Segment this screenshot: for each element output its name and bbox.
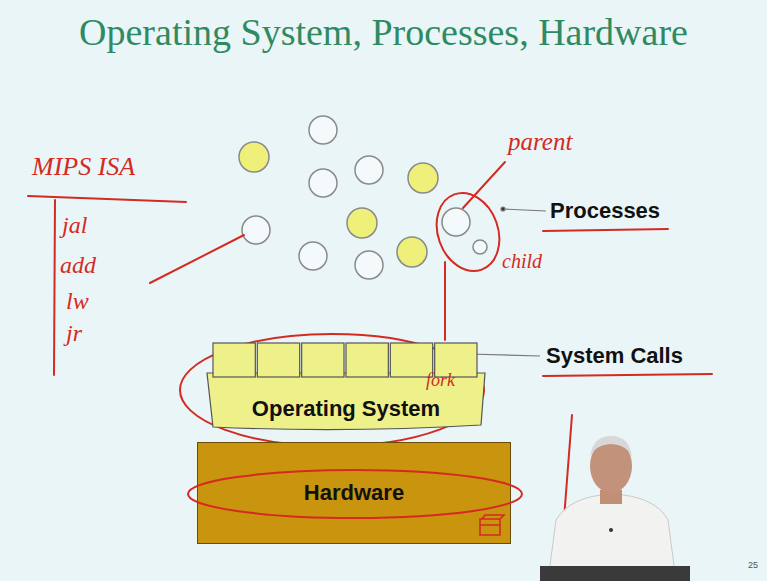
node-label: Operating System: [205, 396, 487, 422]
ink-box: [480, 515, 504, 535]
node-label: Hardware: [304, 480, 404, 506]
child-circle: [473, 240, 487, 254]
slide-title: Operating System, Processes, Hardware: [0, 10, 767, 54]
process-circle: [309, 169, 337, 197]
ink-note: parent: [508, 128, 572, 156]
ink-pointer: [463, 162, 505, 208]
system-call-slot: [302, 343, 344, 377]
leader-line: [503, 209, 546, 211]
ink-note: MIPS ISA: [32, 152, 135, 182]
ink-instruction: add: [60, 252, 96, 279]
ink-underline: [543, 229, 668, 231]
ink-icon: [480, 515, 504, 535]
ink-underline: [28, 196, 186, 202]
process-circle: [347, 208, 377, 238]
process-circle: [442, 208, 470, 236]
grey-leaders: [466, 207, 546, 356]
process-circle: [309, 116, 337, 144]
hardware-box: Hardware: [197, 442, 511, 544]
slide-number: 25: [748, 560, 758, 570]
red-annotations: [28, 162, 712, 545]
ink-ellipse: [426, 184, 510, 280]
presenter-desk: [540, 566, 690, 581]
leader-dot: [501, 207, 505, 211]
system-call-slot: [346, 343, 388, 377]
part-label: System Calls: [546, 343, 683, 369]
ink-note: fork: [426, 370, 455, 391]
system-call-slot: [213, 343, 255, 377]
system-call-slot: [257, 343, 299, 377]
process-circle: [239, 142, 269, 172]
presenter-mic: [609, 528, 613, 532]
ink-underline: [543, 374, 712, 376]
ink-bracket: [54, 200, 55, 375]
ink-instruction: lw: [66, 288, 89, 315]
process-circle: [397, 237, 427, 267]
presenter-hair: [590, 436, 632, 458]
process-circle: [355, 251, 383, 279]
leader-line: [468, 354, 540, 356]
ink-instruction: jal: [62, 212, 87, 239]
process-circles: [239, 116, 470, 279]
ink-ellipse: [180, 334, 484, 446]
part-label: Processes: [550, 198, 660, 224]
process-circle: [408, 163, 438, 193]
process-circle: [299, 242, 327, 270]
ink-pointer: [150, 235, 244, 283]
ink-note: child: [502, 250, 542, 273]
presenter-figure: [540, 436, 690, 581]
ink-instruction: jr: [66, 320, 82, 347]
ink-ellipse: [188, 470, 522, 518]
ink-pointer: [444, 262, 446, 340]
process-circle: [242, 216, 270, 244]
process-circle: [355, 156, 383, 184]
